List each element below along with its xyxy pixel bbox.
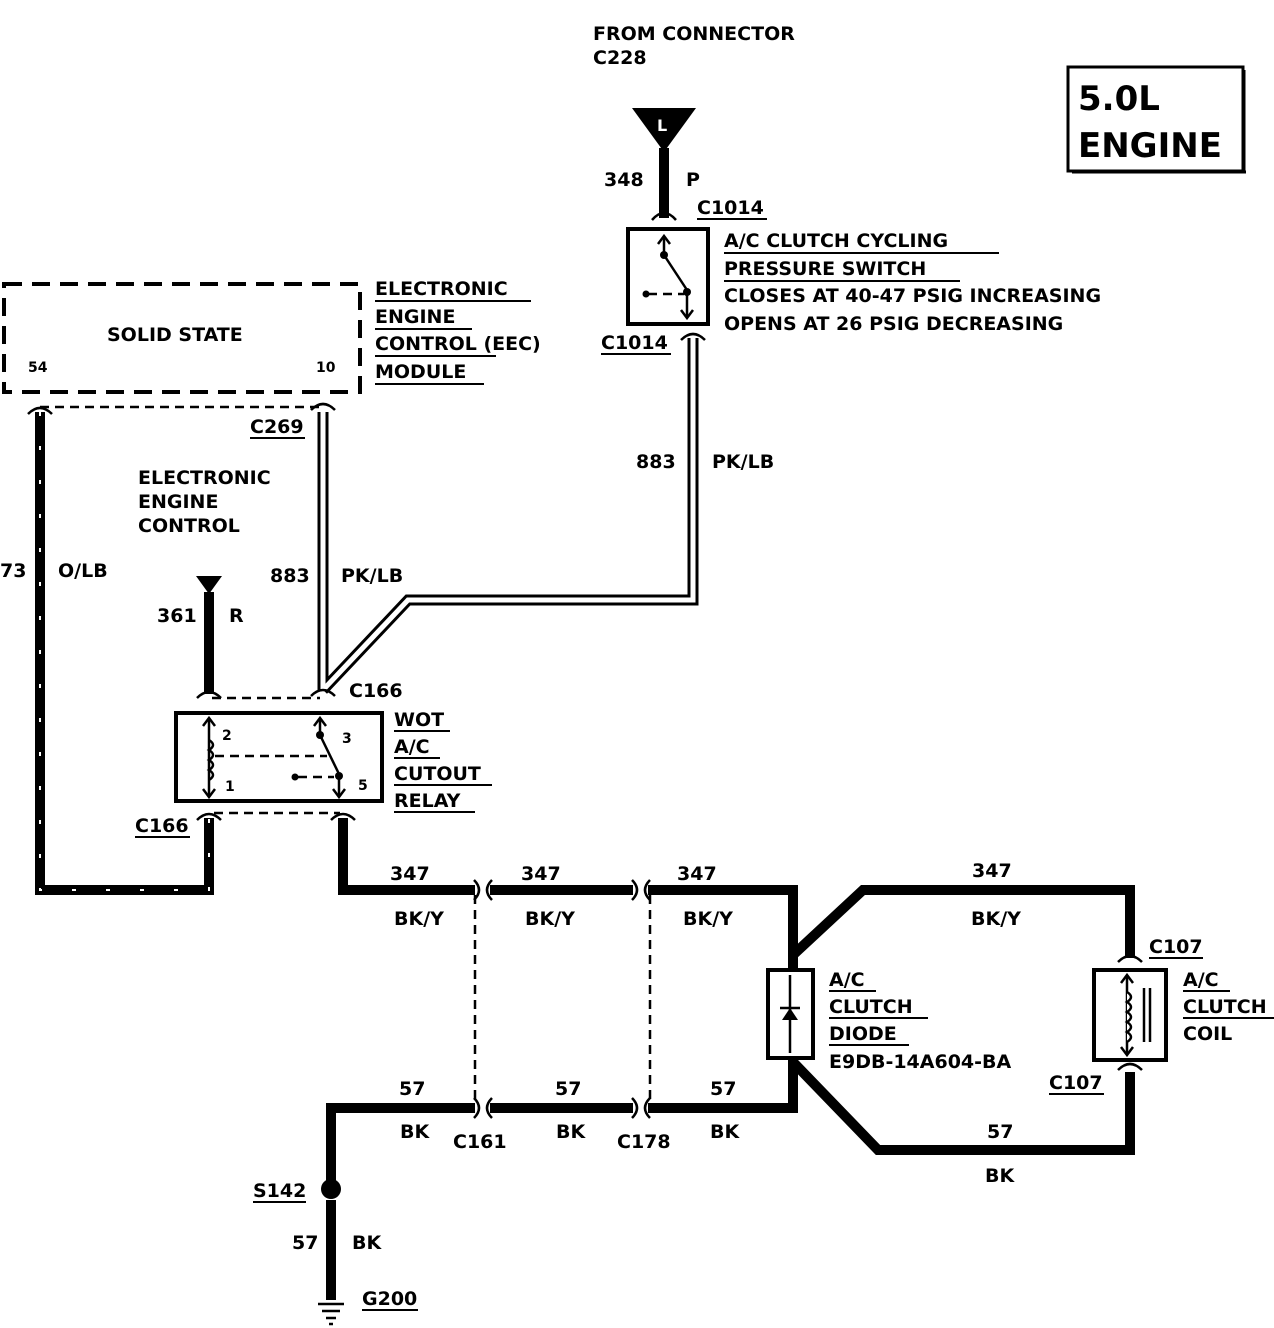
wire-361-circuit: 361 (157, 605, 197, 627)
wot-relay: C166 2 1 3 5 WOT A/C CUTOUT RELAY C166 (135, 680, 492, 838)
coil-connector-top: C107 (1149, 936, 1203, 958)
connector-c161: C161 (453, 1131, 507, 1153)
diode-name-line1: A/C (829, 969, 865, 991)
splice-label: S142 (253, 1180, 306, 1202)
wire-73-color: O/LB (58, 560, 108, 582)
connector-c1014-top (651, 211, 677, 221)
diode-name-line2: CLUTCH (829, 996, 913, 1018)
switch-name-line1: A/C CLUTCH CYCLING (724, 230, 948, 252)
wire-347-circuit-3: 347 (677, 863, 717, 885)
relay-name-line1: WOT (394, 709, 444, 731)
wire-348-circuit: 348 (604, 169, 644, 191)
wire-883 (310, 332, 706, 697)
wire-348-color: P (686, 169, 700, 191)
clutch-coil: C107 A/C CLUTCH COIL C107 (1049, 936, 1274, 1095)
splice-s142 (321, 1179, 341, 1199)
wire-361-terminal (196, 576, 222, 594)
eec-pin-54: 54 (28, 360, 48, 376)
relay-name-line3: CUTOUT (394, 763, 481, 785)
relay-pin-2: 2 (222, 728, 232, 744)
wire-57 (326, 1058, 1143, 1185)
engine-label: ENGINE (1078, 126, 1222, 166)
relay-name-line2: A/C (394, 736, 430, 758)
eec-name-line4: MODULE (375, 361, 466, 383)
coil-name-line2: CLUTCH (1183, 996, 1267, 1018)
switch-connector-top: C1014 (697, 197, 764, 219)
wire-347-color-3: BK/Y (683, 908, 733, 930)
wire-347-color-1: BK/Y (394, 908, 444, 930)
coil-name-line1: A/C (1183, 969, 1219, 991)
eec-pin-10: 10 (316, 360, 336, 376)
wire-73-circuit: 73 (0, 560, 26, 582)
relay-pin-3: 3 (342, 731, 352, 747)
eec-name-line3: CONTROL (EEC) (375, 333, 541, 355)
ground-circuit: S142 57 BK G200 (253, 1179, 418, 1326)
wire-347 (330, 812, 1143, 970)
diode-name-line3: DIODE (829, 1023, 897, 1045)
wire-347-circuit-1: 347 (390, 863, 430, 885)
ground-wire-color: BK (352, 1232, 382, 1254)
wire-883-right-circuit: 883 (636, 451, 676, 473)
switch-spec-line2: OPENS AT 26 PSIG DECREASING (724, 313, 1063, 335)
wire-347-circuit-4: 347 (972, 860, 1012, 882)
wire-361-color: R (229, 605, 244, 627)
switch-spec-line1: CLOSES AT 40-47 PSIG INCREASING (724, 285, 1101, 307)
coil-name-line3: COIL (1183, 1023, 1232, 1045)
eec-side-line1: ELECTRONIC (138, 467, 271, 489)
engine-size-label: 5.0L (1078, 79, 1160, 119)
pressure-switch: C1014 A/C CLUTCH CYCLING PRESSURE SWITCH… (601, 197, 1101, 355)
wire-57-color-4: BK (985, 1165, 1015, 1187)
switch-name-line2: PRESSURE SWITCH (724, 258, 926, 280)
relay-name-line4: RELAY (394, 790, 461, 812)
wire-57-color-2: BK (556, 1121, 586, 1143)
connector-pin-triangle (632, 108, 696, 152)
diode-part-number: E9DB-14A604-BA (829, 1051, 1012, 1073)
wire-883-left-color: PK/LB (341, 565, 403, 587)
wire-347-circuit-2: 347 (521, 863, 561, 885)
wire-57-circuit-4: 57 (987, 1121, 1013, 1143)
clutch-diode: A/C CLUTCH DIODE E9DB-14A604-BA (766, 968, 1012, 1073)
wire-57-color-3: BK (710, 1121, 740, 1143)
wire-73 (27, 406, 222, 895)
wire-57-color-1: BK (400, 1121, 430, 1143)
from-connector: FROM CONNECTOR C228 L (593, 23, 795, 152)
eec-name-line2: ENGINE (375, 306, 455, 328)
wire-347-color-2: BK/Y (525, 908, 575, 930)
from-connector-id: C228 (593, 47, 647, 69)
wire-57-circuit-2: 57 (555, 1078, 581, 1100)
eec-inner-label: SOLID STATE (107, 324, 243, 346)
eec-side-line2: ENGINE (138, 491, 218, 513)
coil-connector-bottom: C107 (1049, 1072, 1103, 1094)
relay-pin-5: 5 (358, 778, 368, 794)
eec-name-line1: ELECTRONIC (375, 278, 508, 300)
connector-pin-label: L (657, 116, 667, 135)
relay-connector-bottom: C166 (135, 815, 189, 837)
from-connector-label: FROM CONNECTOR (593, 23, 795, 45)
relay-connector-top: C166 (349, 680, 403, 702)
connector-c178: C178 (617, 1131, 671, 1153)
engine-box: 5.0L ENGINE (1066, 65, 1246, 174)
wire-347-color-4: BK/Y (971, 908, 1021, 930)
eec-side-line3: CONTROL (138, 515, 240, 537)
relay-pin-1: 1 (225, 779, 235, 795)
ground-label: G200 (362, 1288, 417, 1310)
switch-connector-bottom: C1014 (601, 332, 668, 354)
wire-57-circuit-3: 57 (710, 1078, 736, 1100)
eec-module: SOLID STATE 54 10 ELECTRONIC ENGINE CONT… (2, 278, 541, 439)
eec-connector: C269 (250, 416, 304, 438)
wire-883-right-color: PK/LB (712, 451, 774, 473)
wire-883-left-circuit: 883 (270, 565, 310, 587)
wire-57-circuit-1: 57 (399, 1078, 425, 1100)
ground-wire-circuit: 57 (292, 1232, 318, 1254)
